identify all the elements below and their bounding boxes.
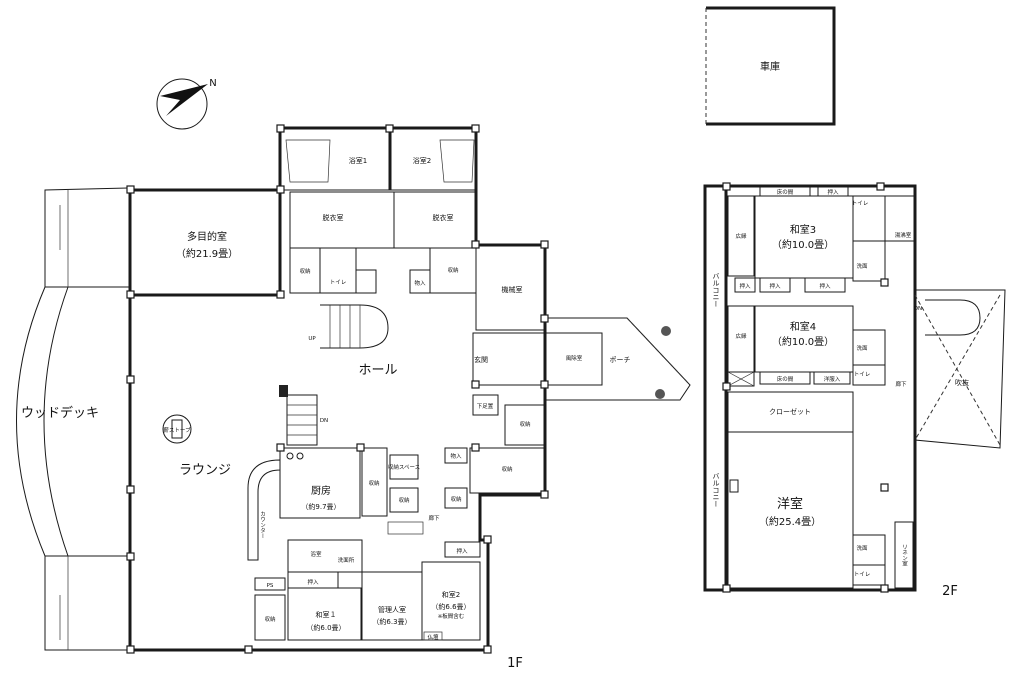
linen-label: リネン室 — [901, 544, 908, 566]
western-size: （約25.4畳） — [759, 515, 821, 528]
japanese2-label: 和室2 — [442, 590, 460, 599]
japanese3-label: 和室3 — [790, 223, 816, 236]
bath1-label: 浴室1 — [349, 156, 367, 165]
bath2-label: 浴室2 — [413, 156, 431, 165]
toilet-1-label: トイレ — [330, 280, 347, 286]
floor-1: ウッドデッキ 浴室1 浴室2 脱衣室 脱衣室 多目的室 （約21.9畳） 収納 … — [16, 124, 691, 671]
porch-label: ポーチ — [610, 356, 631, 364]
hall-label: ホール — [358, 363, 397, 378]
butsudan-label: 仏壇 — [427, 633, 439, 641]
kitchen-size: （約9.7畳） — [301, 502, 340, 511]
stove-label: 薪ストーブ — [163, 426, 191, 434]
western-oshiire-label: 洋服入 — [824, 375, 841, 383]
balcony-bottom-label: バルコニー — [712, 473, 720, 508]
mono-1-label: 物入 — [414, 279, 426, 287]
manager-size: （約6.3畳） — [372, 617, 411, 626]
floor2-label: 2F — [942, 584, 958, 599]
corridor-2-label: 廊下 — [895, 380, 907, 388]
laundry-label: 湯沸室 — [895, 231, 912, 239]
storage-7-label: 収納 — [501, 465, 513, 473]
garage-label: 車庫 — [760, 60, 780, 73]
senmen-2-label: 洗面 — [856, 344, 868, 352]
storage-8-label: 収納 — [264, 615, 276, 623]
dn-2-label: DN — [914, 306, 922, 312]
machine-label: 機械室 — [502, 285, 523, 294]
tokonoma-2-label: 床の間 — [777, 375, 794, 383]
closet-label: クローゼット — [769, 407, 811, 416]
hiroen-1-label: 広縁 — [735, 232, 747, 240]
hall-staircase: UP — [308, 304, 389, 349]
ps-label: PS — [267, 583, 274, 589]
storage-space-label: 収納スペース — [388, 463, 420, 471]
wood-deck-label: ウッドデッキ — [21, 405, 99, 421]
small-bath-label: 浴室 — [310, 550, 322, 558]
up-label: UP — [308, 336, 316, 342]
oshiire-2-label: 押入 — [307, 578, 319, 586]
entrance-label: 玄関 — [474, 355, 488, 364]
toilet-3-label: トイレ — [854, 372, 871, 378]
washroom-label: 洗面所 — [338, 556, 355, 564]
toilet-2-label: トイレ — [852, 201, 869, 207]
japanese3-size: （約10.0畳） — [772, 238, 834, 251]
corridor-1-label: 廊下 — [428, 514, 440, 522]
western-label: 洋室 — [777, 496, 803, 512]
toilet-4-label: トイレ — [854, 572, 871, 578]
counter-label: カウンター — [259, 511, 266, 539]
storage-6-label: 収納 — [450, 495, 462, 503]
japanese2-size: （約6.6畳） — [431, 602, 470, 611]
kitchen-label: 厨房 — [311, 484, 331, 497]
storage-2-label: 収納 — [447, 266, 459, 274]
shoe-label: 下足置 — [477, 403, 494, 410]
wood-deck: ウッドデッキ — [16, 187, 131, 651]
floor1-label: 1F — [507, 656, 523, 671]
void-label: 吹抜 — [955, 378, 969, 387]
manager-label: 管理人室 — [378, 605, 406, 614]
north-arrow-icon: N — [156, 78, 217, 130]
japanese4-label: 和室4 — [790, 320, 816, 333]
columns-2f — [722, 182, 889, 593]
japanese2-note: ※板間含む — [438, 612, 465, 620]
japanese1-size: （約6.0畳） — [306, 623, 345, 632]
senmen-3-label: 洗面 — [856, 544, 868, 552]
floor-2: バルコニー バルコニー 和室3 （約10.0畳） 床の間 押入 広縁 押入 押入… — [703, 182, 1006, 599]
oshiire-1-label: 押入 — [456, 547, 468, 555]
dressing1-label: 脱衣室 — [323, 213, 344, 222]
north-label: N — [209, 78, 216, 89]
garage: 車庫 — [705, 6, 836, 126]
lower-staircase: DN — [286, 394, 328, 446]
balcony-top-label: バルコニー — [712, 273, 720, 308]
japanese1-label: 和室１ — [316, 610, 337, 619]
senmen-1-label: 洗面 — [856, 262, 868, 270]
oshiire-4-label: 押入 — [739, 282, 751, 290]
oshiire-5-label: 押入 — [769, 282, 781, 290]
hiroen-2-label: 広縁 — [735, 332, 747, 340]
dn-label: DN — [320, 418, 328, 424]
multipurpose-label: 多目的室 — [187, 230, 227, 243]
storage-5-label: 収納 — [398, 496, 410, 504]
oshiire-3-label: 押入 — [827, 188, 839, 196]
storage-3-label: 収納 — [519, 420, 531, 428]
windbreak-label: 風除室 — [566, 354, 583, 362]
japanese4-size: （約10.0畳） — [772, 335, 834, 348]
storage-4-label: 収納 — [368, 479, 380, 487]
mono-2-label: 物入 — [450, 452, 462, 460]
dressing2-label: 脱衣室 — [433, 213, 454, 222]
multipurpose-size: （約21.9畳） — [176, 247, 238, 260]
tokonoma-1-label: 床の間 — [777, 188, 794, 196]
oshiire-6-label: 押入 — [819, 282, 831, 290]
lounge-label: ラウンジ — [179, 463, 231, 478]
storage-1-label: 収納 — [299, 267, 311, 275]
columns-1f — [126, 124, 549, 654]
